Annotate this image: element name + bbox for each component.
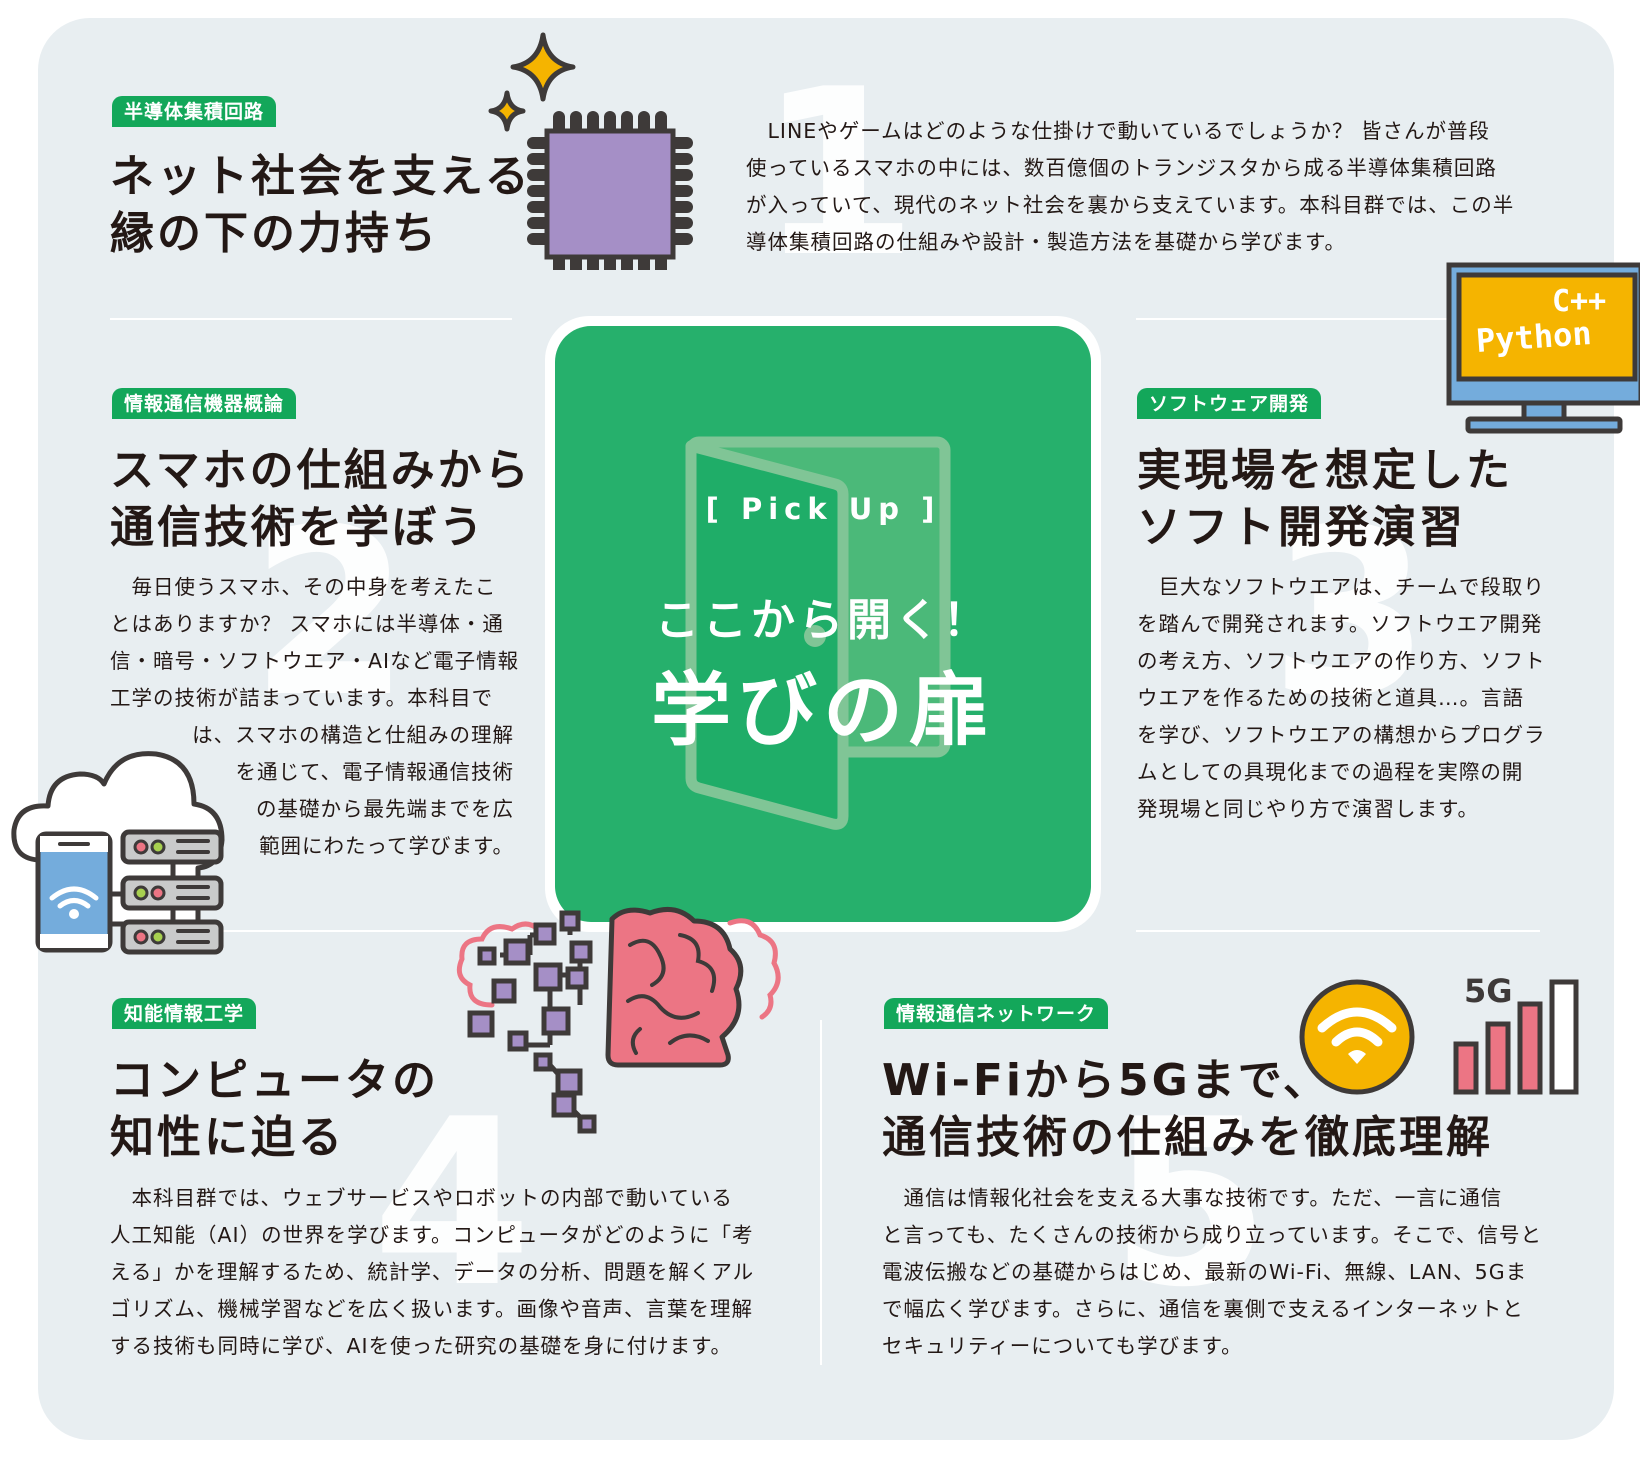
- section-tag: ソフトウェア開発: [1137, 388, 1322, 419]
- wifi-circle-icon: [1299, 979, 1415, 1095]
- divider-right-top: [1136, 318, 1540, 320]
- divider-vertical-bottom: [820, 1020, 822, 1365]
- monitor-text-cpp: C++: [1552, 284, 1607, 319]
- pickup-label: [ Pick Up ]: [705, 492, 941, 526]
- divider-left-bottom: [220, 930, 540, 932]
- section-tag: 半導体集積回路: [112, 96, 277, 127]
- signal-bars-icon: [1453, 979, 1579, 1095]
- section-number-5: 5: [1110, 1071, 1271, 1338]
- microchip-icon: [488, 32, 693, 270]
- section-body: 巨大なソフトウエアは、チームで段取り を踏んで開発されます。ソフトウエア開発 の…: [1137, 575, 1546, 821]
- section-number-2: 2: [250, 481, 411, 748]
- divider-right-bottom: [1136, 930, 1540, 932]
- section-body: 通信は情報化社会を支える大事な技術です。ただ、一言に通信 と言っても、たくさんの…: [882, 1186, 1542, 1358]
- section-number-3: 3: [1270, 481, 1431, 748]
- door-icon: [685, 436, 951, 830]
- section-title: スマホの仕組みから 通信技術を学ぼう: [110, 445, 532, 553]
- section-tag: 情報通信ネットワーク: [884, 998, 1109, 1029]
- section-body: 本科目群では、ウェブサービスやロボットの内部で動いている 人工知能（AI）の世界…: [110, 1186, 755, 1358]
- section-body: LINEやゲームはどのような仕掛けで動いているでしょうか？ 皆さんが普段 使って…: [746, 119, 1515, 254]
- section-title: 実現場を想定した ソフト開発演習: [1137, 445, 1513, 553]
- monitor-text-python: Python: [1474, 314, 1593, 360]
- pickup-title: 学びの扉: [651, 664, 995, 757]
- section-title: Wi-Fiから5Gまで、 通信技術の仕組みを徹底理解: [882, 1055, 1493, 1163]
- monitor-icon: C++ Python: [1446, 262, 1640, 437]
- ai-brain-icon: [456, 906, 781, 1134]
- section-number-1: 1: [758, 41, 919, 308]
- section-title: コンピュータの 知性に迫る: [110, 1055, 439, 1163]
- section-tag: 知能情報工学: [112, 998, 257, 1029]
- divider-left-top: [110, 318, 512, 320]
- section-body: 毎日使うスマホ、その中身を考えたこ とはありますか？ スマホには半導体・通 信・…: [110, 575, 520, 858]
- pickup-card[interactable]: [ Pick Up ] ここから開く！ 学びの扉: [555, 326, 1091, 922]
- section-tag: 情報通信機器概論: [112, 388, 297, 419]
- section-number-4: 4: [372, 1071, 533, 1338]
- signal-5g-label: 5G: [1464, 972, 1513, 1010]
- pickup-subtitle: ここから開く！: [655, 595, 991, 646]
- cloud-phone-server-icon: [11, 751, 225, 955]
- section-title: ネット社会を支える 縁の下の力持ち: [110, 151, 532, 259]
